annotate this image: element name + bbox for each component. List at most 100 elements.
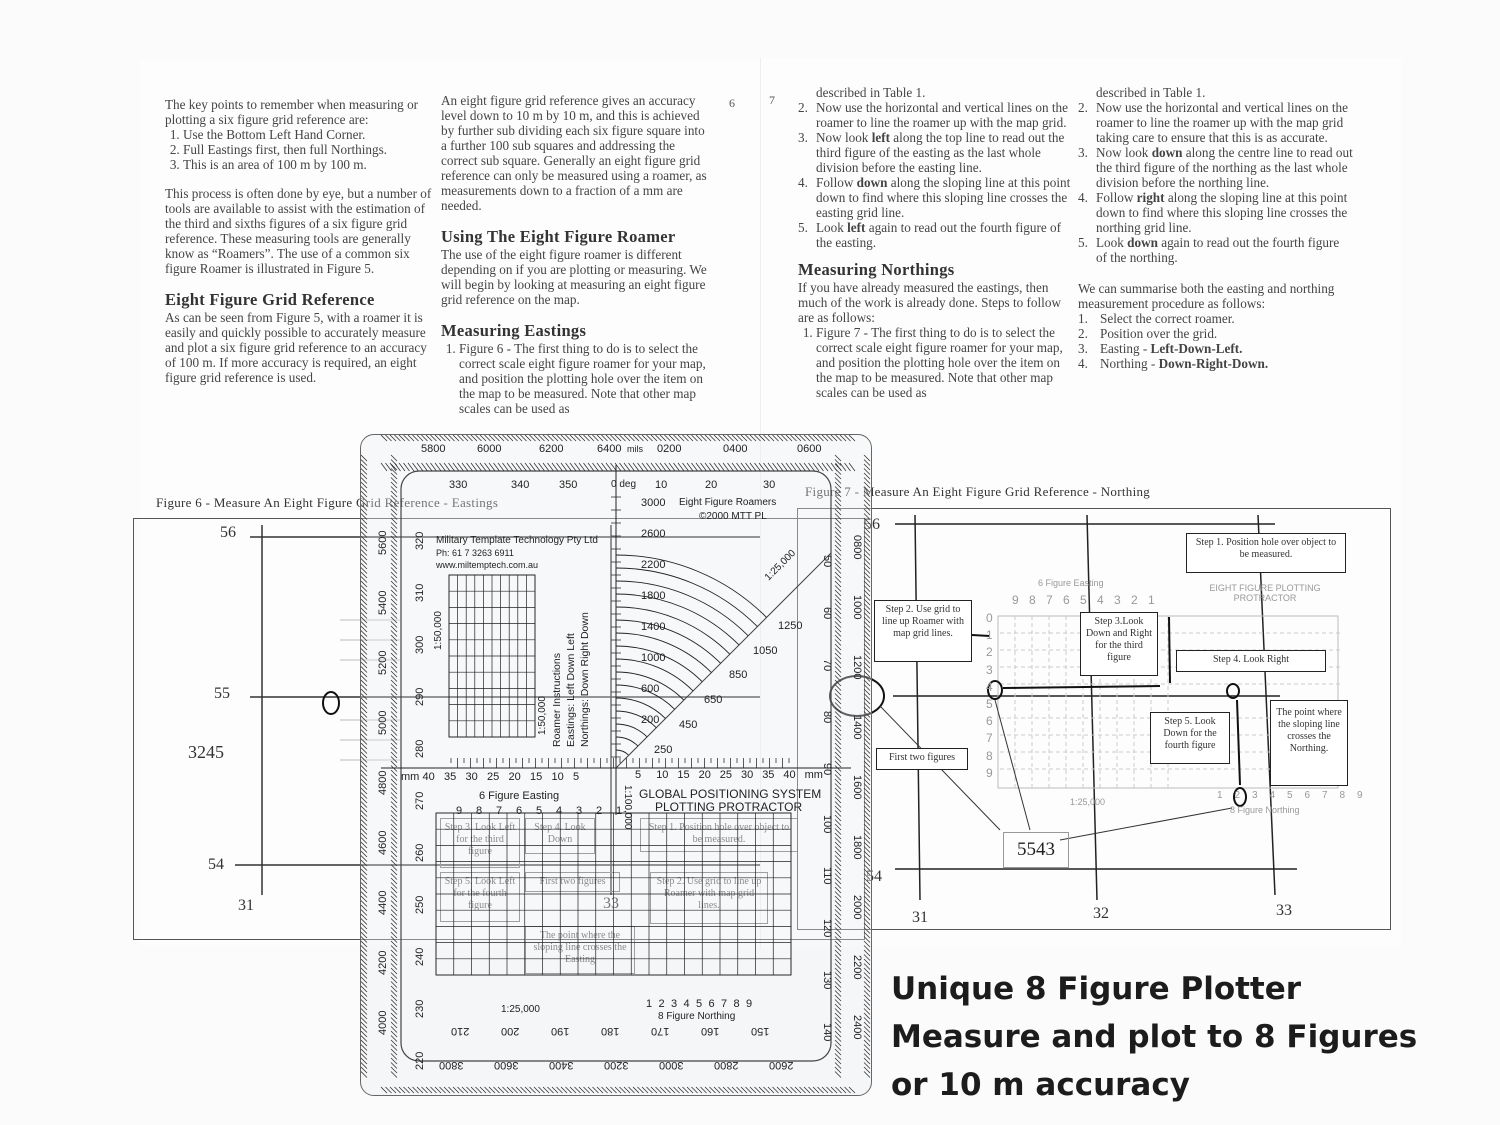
- scale-tick: [443, 435, 451, 442]
- scale-tick: [361, 643, 368, 651]
- steps-list: 2.Now use the horizontal and vertical li…: [1078, 100, 1353, 265]
- scale-tick: [772, 1086, 779, 1094]
- scale-tick: [610, 435, 617, 442]
- scale-tick: [727, 435, 734, 442]
- degree-label: 60: [821, 607, 833, 620]
- mils-label: 5600: [377, 530, 389, 555]
- scale-tick: [834, 900, 842, 907]
- scale-tick: [695, 462, 703, 472]
- mils-label: 4600: [377, 830, 389, 855]
- scale-tick: [425, 462, 433, 472]
- scale-tick: [628, 462, 635, 472]
- scale-tick: [709, 435, 716, 442]
- scale-tick: [834, 873, 842, 880]
- mils-label: 5200: [377, 650, 389, 675]
- scale-tick: [736, 1086, 743, 1094]
- scale-tick: [834, 594, 842, 601]
- arc-tick-label: 250: [654, 744, 673, 756]
- scale-tick: [361, 580, 368, 588]
- scale-tick: [682, 462, 689, 472]
- scale-tick: [439, 462, 446, 472]
- paragraph: This process is often done by eye, but a…: [165, 186, 432, 276]
- top-digit: 7: [1046, 593, 1053, 607]
- scale-tick: [863, 684, 871, 691]
- mm-label: 30: [741, 769, 754, 781]
- scale-tick: [834, 486, 842, 493]
- scale-50k-label: 1:50,000: [537, 696, 548, 735]
- easting-digit: 8: [476, 805, 483, 817]
- degree-label: 110: [821, 867, 833, 885]
- degree-label: 340: [511, 479, 530, 491]
- scale-tick: [834, 1017, 842, 1024]
- scale-tick: [361, 670, 368, 678]
- plotting-protractor[interactable]: 5800 6000 6200 6400 mils 0200 0400 0600 …: [360, 434, 872, 1096]
- scale-tick: [830, 435, 838, 442]
- scale-50k-label-left: 1:50,000: [433, 611, 444, 650]
- scale-tick: [731, 435, 739, 442]
- scale-tick: [834, 571, 842, 579]
- scale-tick: [691, 462, 698, 472]
- scale-tick: [863, 594, 871, 601]
- scale-tick: [650, 435, 658, 442]
- left-page-column-2: An eight figure grid reference gives an …: [441, 93, 711, 416]
- scale-tick: [361, 801, 368, 808]
- scale-tick: [361, 657, 368, 664]
- mm-label: 35: [762, 769, 775, 781]
- scale-tick: [646, 1086, 653, 1094]
- scale-tick: [578, 1086, 586, 1094]
- scale-tick: [863, 864, 871, 871]
- scale-tick: [704, 435, 712, 442]
- scale-tick: [361, 940, 368, 948]
- scale-tick: [799, 1086, 806, 1094]
- scale-tick: [863, 747, 871, 754]
- scale-tick: [863, 985, 871, 993]
- step-item: 4.Follow down along the sloping line at …: [798, 175, 1073, 220]
- scale-tick: [484, 435, 491, 442]
- scale-tick: [361, 459, 368, 466]
- scale-tick: [863, 648, 871, 655]
- mils-label: 1400: [851, 715, 863, 740]
- scale-tick: [497, 435, 505, 442]
- scale-tick: [863, 639, 871, 646]
- scale-tick: [390, 864, 398, 871]
- scale-tick: [677, 462, 685, 472]
- step-1-text: Figure 7 - The first thing to do is to s…: [816, 325, 1073, 400]
- scale-tick: [434, 462, 442, 472]
- scale-tick: [361, 810, 368, 817]
- scale-tick: [390, 931, 398, 939]
- arc-tick-label: 850: [729, 669, 748, 681]
- scale-tick: [776, 435, 784, 442]
- scale-tick: [863, 760, 871, 768]
- scale-tick: [560, 1086, 568, 1094]
- scale-tick: [390, 625, 398, 633]
- scale-tick: [569, 1086, 577, 1094]
- scale-tick: [709, 1086, 716, 1094]
- scale-tick: [361, 495, 368, 502]
- scale-tick: [834, 985, 842, 993]
- scale-tick: [834, 1030, 842, 1038]
- degree-label: 230: [414, 999, 426, 1018]
- scale-tick: [722, 435, 730, 442]
- scale-tick: [574, 462, 581, 472]
- scale-tick: [727, 1086, 734, 1094]
- scale-tick: [863, 940, 871, 948]
- scale-tick: [863, 540, 871, 547]
- scale-tick: [834, 585, 842, 592]
- scale-tick: [361, 477, 368, 484]
- scale-tick: [834, 927, 842, 934]
- scale-tick: [834, 972, 842, 979]
- first-two-figures-box: First two figures: [525, 872, 620, 892]
- scale-tick: [430, 462, 437, 472]
- scale-tick: [863, 891, 871, 898]
- scale-tick: [361, 873, 368, 880]
- protractor-title-label: EIGHT FIGURE PLOTTING PROTRACTOR: [1209, 583, 1321, 603]
- scale-tick: [583, 435, 590, 442]
- scale-tick: [834, 841, 842, 849]
- scale-tick: [390, 468, 398, 475]
- scale-tick: [390, 958, 398, 966]
- scale-tick: [361, 684, 368, 691]
- scale-tick: [863, 819, 871, 826]
- scale-tick: [466, 435, 473, 442]
- scale-tick: [863, 607, 871, 615]
- step-number: 3.: [1078, 145, 1088, 160]
